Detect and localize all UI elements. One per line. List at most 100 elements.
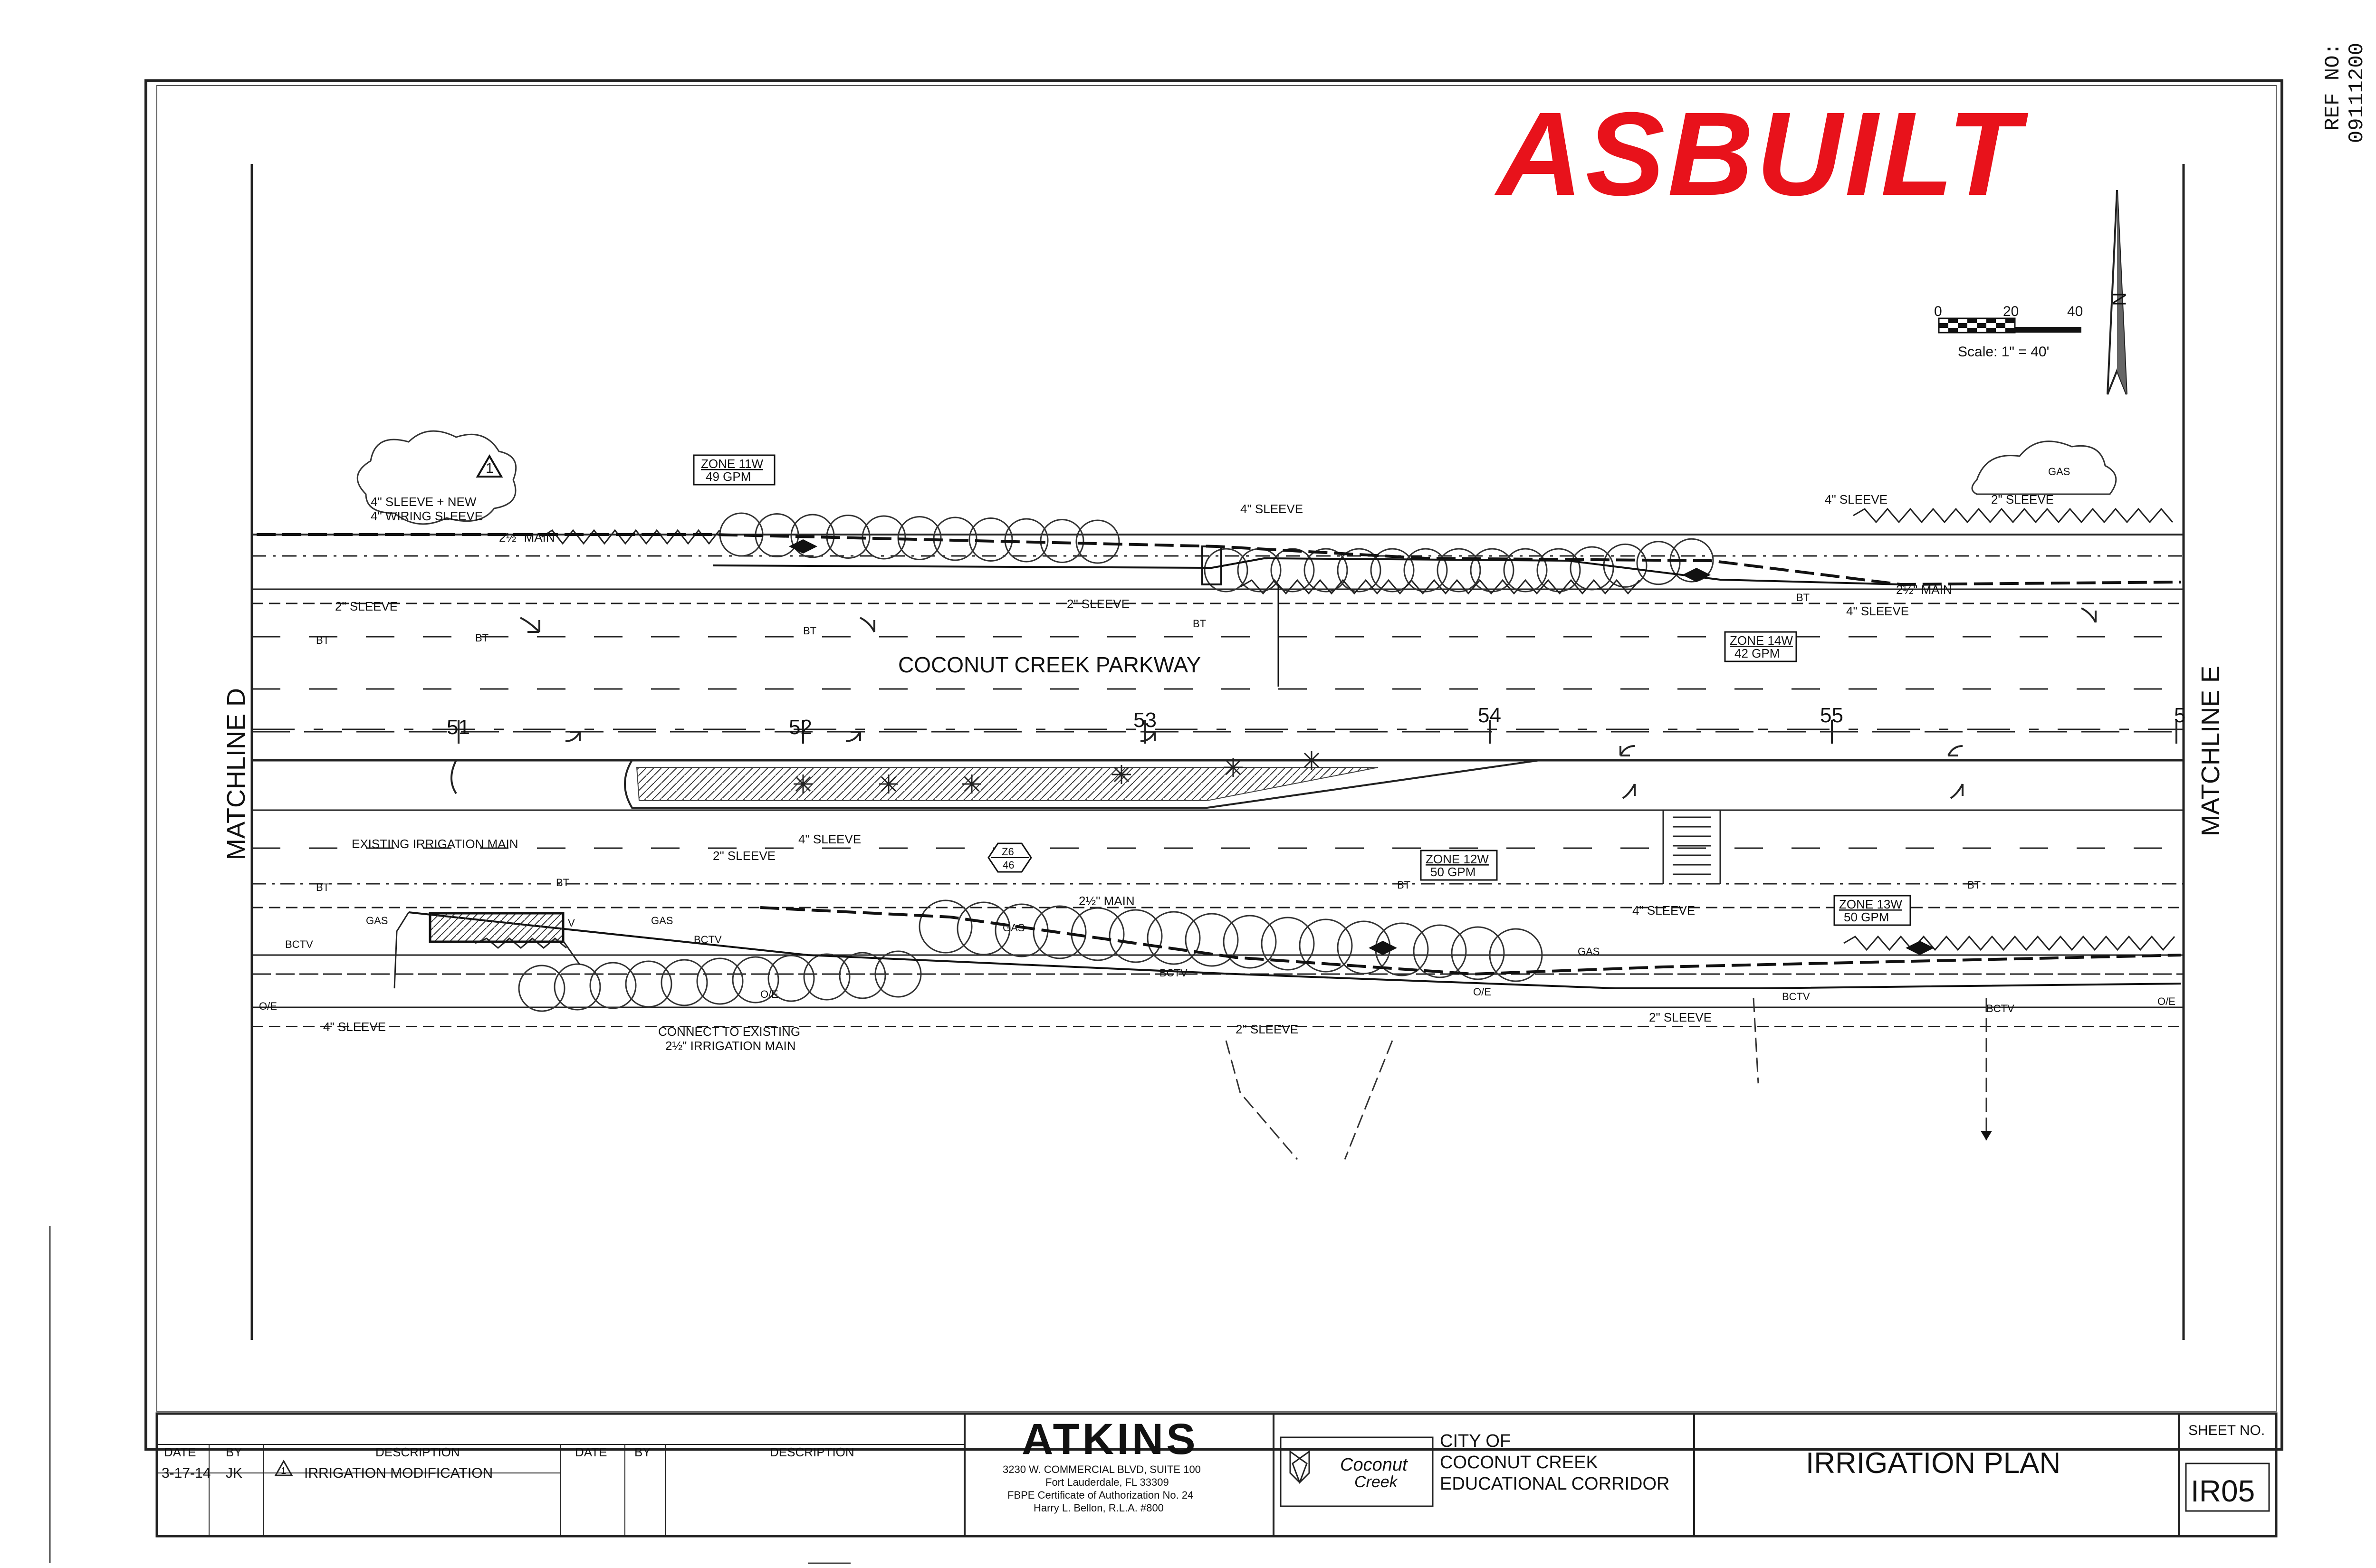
svg-text:EXISTING IRRIGATION MAIN: EXISTING IRRIGATION MAIN [352, 837, 518, 851]
svg-text:2½" MAIN: 2½" MAIN [1896, 583, 1952, 597]
svg-text:20: 20 [2003, 304, 2019, 319]
svg-text:CONNECT TO EXISTING: CONNECT TO EXISTING [658, 1024, 800, 1039]
spray-head [1109, 909, 1163, 963]
svg-text:2" SLEEVE: 2" SLEEVE [1236, 1022, 1298, 1036]
svg-text:ZONE 12W: ZONE 12W [1426, 852, 1489, 866]
spray-head [1033, 905, 1087, 959]
sheet-title: IRRIGATION PLAN [1806, 1447, 2060, 1480]
scan-marks [49, 1226, 851, 1564]
spray-head [1437, 548, 1481, 593]
client-line2: COCONUT CREEK [1440, 1453, 1598, 1472]
svg-text:BCTV: BCTV [1159, 967, 1188, 979]
driveway-hatch [1662, 810, 1721, 884]
client-logo-line1: Coconut [1340, 1455, 1408, 1475]
spray-head [1223, 915, 1277, 969]
svg-text:4" SLEEVE: 4" SLEEVE [1632, 903, 1695, 918]
svg-text:42 GPM: 42 GPM [1734, 646, 1780, 660]
arrow-south [1981, 1131, 1992, 1140]
revision-triangle [476, 454, 503, 478]
svg-text:2" SLEEVE: 2" SLEEVE [335, 599, 398, 613]
spray-head [554, 963, 601, 1011]
client-line1: CITY OF [1440, 1431, 1511, 1451]
firm-name: ATKINS [1022, 1415, 1198, 1463]
svg-text:DATE: DATE [575, 1445, 607, 1459]
rev-by: JK [226, 1465, 242, 1481]
svg-text:2½" IRRIGATION MAIN: 2½" IRRIGATION MAIN [665, 1039, 796, 1053]
spray-head [767, 955, 815, 1002]
scale-bar: 0 20 40 Scale: 1" = 40' [1934, 304, 2083, 360]
spray-heads-north [719, 512, 1714, 593]
svg-text:54: 54 [1478, 704, 1501, 727]
spray-head [518, 965, 565, 1012]
firm-cert: FBPE Certificate of Authorization No. 24 [1007, 1489, 1193, 1501]
spray-head [1570, 546, 1614, 591]
spray-head [803, 953, 851, 1001]
svg-text:BCTV: BCTV [285, 938, 313, 950]
revision-marker-label: 1 [486, 460, 494, 476]
matchline-left-label: MATCHLINE D [222, 688, 250, 860]
svg-text:53: 53 [1133, 708, 1157, 732]
utility-labels: BT BT BT BT BT BT BT BT BT GAS GAS GAS G… [259, 466, 2175, 1014]
drip-line [1843, 935, 2175, 951]
controller-tag: Z6 46 [987, 842, 1032, 873]
spray-head [1337, 548, 1381, 593]
client-logo-line2: Creek [1354, 1473, 1399, 1491]
svg-text:BCTV: BCTV [1782, 991, 1810, 1003]
spray-head [589, 962, 637, 1009]
spray-head [1299, 918, 1353, 973]
firm-block: ATKINS 3230 W. COMMERCIAL BLVD, SUITE 10… [1003, 1415, 1201, 1514]
north-arrow [2107, 190, 2127, 395]
rev-description: IRRIGATION MODIFICATION [304, 1465, 493, 1481]
svg-text:2½" MAIN: 2½" MAIN [1079, 894, 1135, 908]
spray-head [625, 960, 672, 1008]
controller-box [1201, 545, 1222, 585]
road-name: COCONUT CREEK PARKWAY [898, 652, 1201, 677]
spray-head [968, 517, 1013, 562]
client-logo: Coconut Creek CITY OF COCONUT CREEK EDUC… [1289, 1431, 1669, 1494]
spray-head [1185, 913, 1239, 967]
svg-text:BT: BT [475, 632, 489, 644]
svg-text:2" SLEEVE: 2" SLEEVE [1649, 1010, 1712, 1024]
svg-text:V: V [568, 917, 575, 929]
drawing-area-border [156, 85, 2277, 1412]
spray-head [1636, 541, 1681, 585]
sight-lines [1225, 997, 1987, 1160]
asbuilt-stamp: ASBUILT [1497, 87, 2023, 220]
svg-text:O/E: O/E [760, 988, 778, 1000]
svg-text:Z6: Z6 [1002, 846, 1014, 858]
traffic-arrows [520, 607, 2097, 799]
svg-text:BY: BY [634, 1445, 651, 1459]
sheet-number: IR05 [2191, 1474, 2255, 1508]
firm-address-2: Fort Lauderdale, FL 33309 [1045, 1476, 1169, 1488]
irrigation-mains [257, 533, 2182, 989]
svg-text:BT: BT [1796, 592, 1810, 603]
svg-text:51: 51 [447, 716, 470, 739]
spray-head [957, 901, 1011, 956]
svg-text:BT: BT [1967, 879, 1981, 891]
spray-head [1261, 917, 1315, 971]
svg-text:ZONE 14W: ZONE 14W [1730, 633, 1793, 648]
svg-text:BT: BT [316, 881, 329, 893]
spray-head [732, 956, 779, 1004]
svg-text:40: 40 [2067, 304, 2083, 319]
svg-text:2" SLEEVE: 2" SLEEVE [1991, 492, 2054, 507]
svg-text:ZONE 11W: ZONE 11W [701, 457, 763, 471]
svg-text:BT: BT [1193, 618, 1206, 630]
svg-text:O/E: O/E [2157, 995, 2175, 1007]
scale-text: Scale: 1" = 40' [1958, 344, 2049, 360]
spray-head [1503, 548, 1548, 593]
north-label: N [2108, 292, 2129, 306]
station-labels: 51 52 53 54 55 5 [447, 704, 2185, 739]
rev-by-header: BY [226, 1445, 242, 1459]
svg-text:GAS: GAS [366, 915, 388, 927]
svg-text:BT: BT [1397, 879, 1410, 891]
spray-head [1489, 928, 1543, 982]
spray-head [839, 952, 886, 999]
svg-text:BCTV: BCTV [1986, 1003, 2014, 1014]
spray-head [1403, 548, 1448, 593]
svg-text:GAS: GAS [1003, 922, 1025, 934]
spray-head [1075, 519, 1120, 564]
svg-text:55: 55 [1820, 704, 1843, 727]
drip-line [1853, 507, 2174, 524]
spray-head [874, 950, 922, 998]
